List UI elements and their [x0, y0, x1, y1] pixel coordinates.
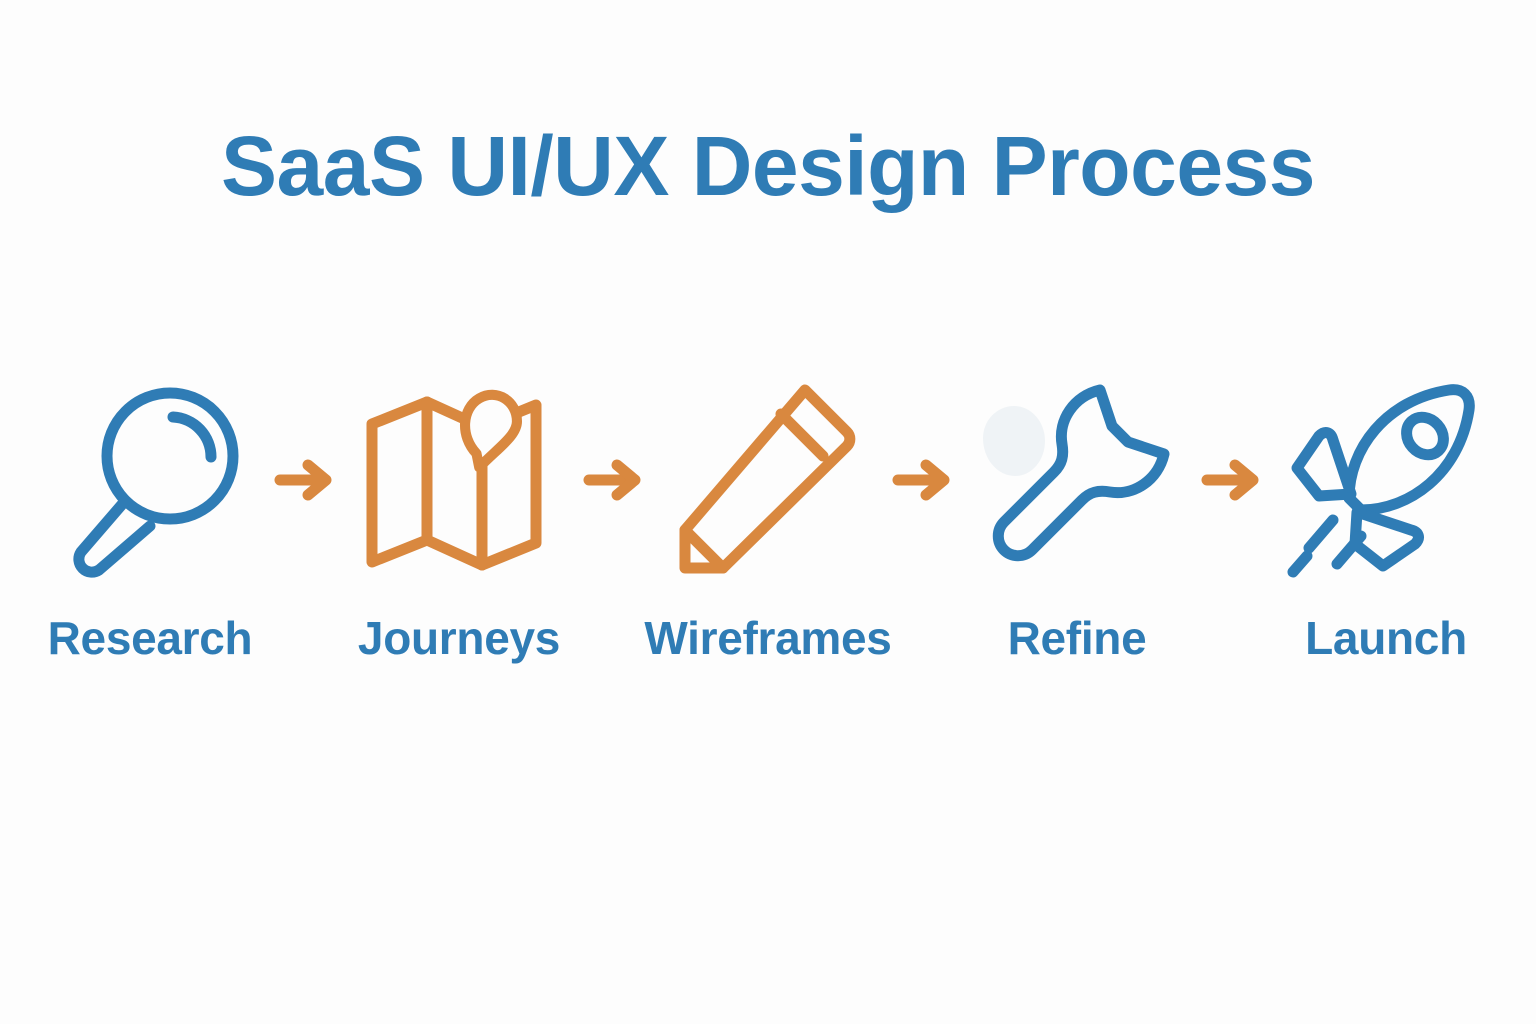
process-step-launch[interactable]: Launch: [1276, 372, 1496, 661]
process-step-wireframes[interactable]: Wireframes: [644, 372, 892, 661]
arrow-wireframes-to-refine: [888, 372, 958, 587]
rocket-icon: [1286, 372, 1486, 587]
magnifier-icon: [50, 372, 250, 587]
process-step-refine[interactable]: Refine: [967, 372, 1187, 661]
step-label-launch: Launch: [1305, 612, 1467, 664]
page-title: SaaS UI/UX Design Process: [221, 119, 1315, 213]
process-step-journeys[interactable]: Journeys: [349, 372, 569, 661]
arrow-refine-to-launch: [1197, 372, 1267, 587]
arrow-journeys-to-wireframes: [579, 372, 649, 587]
step-label-research: Research: [47, 612, 253, 664]
process-step-row: Research Journeys: [40, 372, 1496, 661]
map-icon: [359, 372, 559, 587]
process-step-research[interactable]: Research: [40, 372, 260, 661]
step-label-journeys: Journeys: [357, 612, 561, 664]
decorative-smudge: [983, 406, 1045, 476]
wrench-icon: [977, 372, 1177, 587]
arrow-research-to-journeys: [270, 372, 340, 587]
pencil-icon: [668, 372, 868, 587]
step-label-wireframes: Wireframes: [644, 612, 892, 664]
step-label-refine: Refine: [1007, 612, 1147, 664]
